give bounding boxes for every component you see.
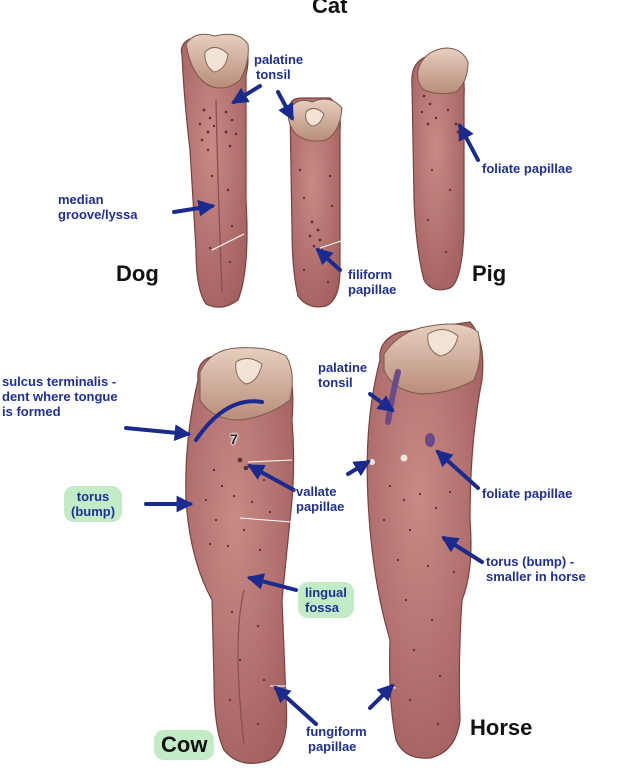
pig-tongue — [411, 47, 469, 291]
species-label-cow: Cow — [154, 730, 215, 760]
label-torus-horse: torus (bump) - smaller in horse — [486, 554, 586, 584]
arrow-lingual-fossa — [246, 573, 298, 592]
arrow-foliate-pig — [458, 123, 480, 162]
label-foliate-papillae-horse: foliate papillae — [482, 486, 573, 501]
pointer-arrows — [124, 84, 484, 726]
arrow-filiform — [315, 247, 342, 272]
species-label-pig: Pig — [472, 261, 507, 286]
arrow-sulcus — [124, 424, 192, 442]
arrow-fungiform-cow — [273, 685, 318, 726]
label-numeral: 7 — [230, 431, 238, 447]
arrow-torus-horse — [441, 536, 484, 564]
arrow-vallate — [247, 464, 296, 492]
species-label-cat: Cat — [312, 0, 348, 18]
species-label-horse: Horse — [470, 715, 533, 740]
arrow-median-groove — [172, 199, 216, 217]
label-fungiform-papillae: fungiform papillae — [306, 724, 367, 754]
dog-tongue — [180, 33, 249, 308]
label-torus-cow: torus (bump) — [64, 486, 123, 522]
label-palatine-tonsil-horse: palatine tonsil — [318, 360, 368, 390]
arrow-palatine-dog — [231, 84, 262, 104]
arrow-palatine-horse — [368, 392, 395, 412]
cow-tongue — [185, 347, 295, 764]
arrow-foliate-horse — [435, 449, 480, 490]
label-foliate-papillae-pig: foliate papillae — [482, 161, 573, 176]
arrow-fungiform-horse — [368, 683, 395, 710]
label-lingual-fossa: lingual fossa — [298, 582, 354, 618]
label-median-groove: median groove/lyssa — [58, 192, 138, 222]
species-label-dog: Dog — [116, 261, 159, 286]
label-filiform-papillae: filiform papillae — [348, 267, 397, 297]
horse-tongue — [366, 321, 484, 759]
label-sulcus-terminalis: sulcus terminalis - dent where tongue is… — [2, 374, 118, 419]
arrow-vallate-horse — [346, 460, 371, 477]
cat-tongue — [287, 97, 345, 308]
arrow-palatine-cat — [276, 90, 294, 121]
label-vallate-papillae: vallate papillae — [296, 484, 345, 514]
label-palatine-tonsil-top: palatine tonsil — [254, 52, 304, 82]
